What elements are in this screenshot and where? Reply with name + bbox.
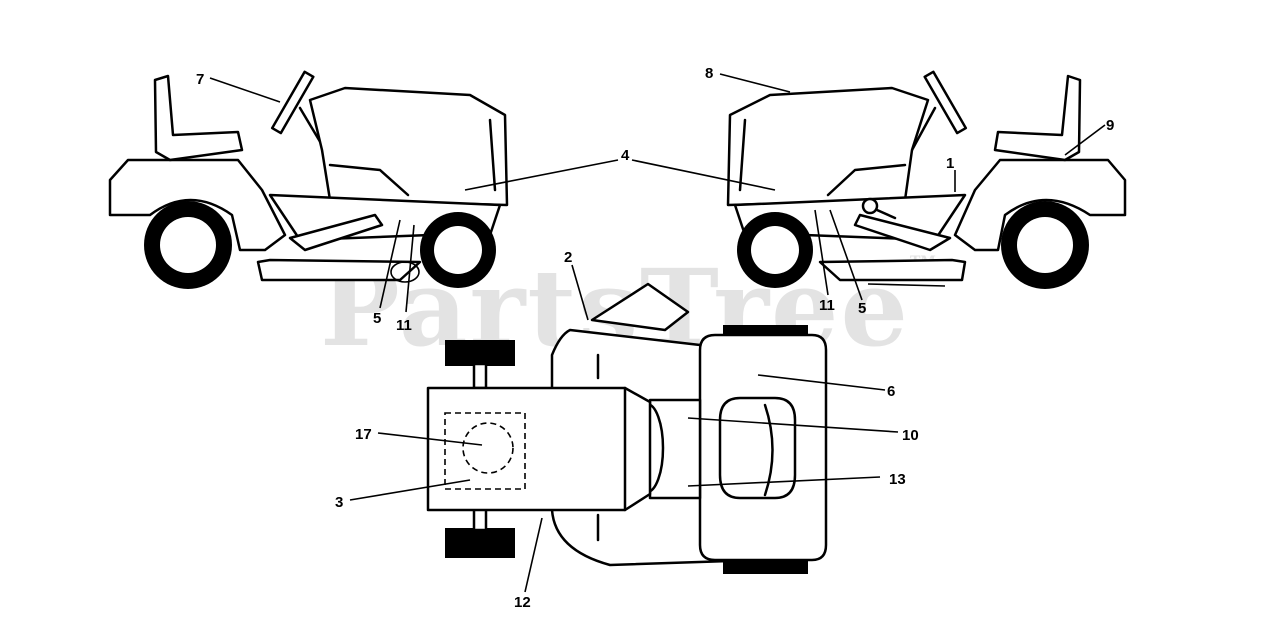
callout-4: 4	[621, 147, 630, 164]
callout-6: 6	[887, 383, 895, 400]
callout-11-left: 11	[396, 317, 412, 334]
tractor-top-view	[349, 264, 899, 593]
callout-2: 2	[564, 249, 572, 266]
callout-10: 10	[902, 427, 919, 444]
callout-5-right: 5	[858, 300, 866, 317]
callout-13: 13	[889, 471, 906, 488]
callout-1: 1	[946, 155, 954, 172]
callout-3: 3	[335, 494, 343, 511]
callout-12: 12	[514, 594, 531, 611]
callout-17: 17	[355, 426, 372, 443]
tractor-right-side-view	[631, 70, 1127, 301]
tractor-left-side-view	[108, 70, 619, 313]
callout-9: 9	[1106, 117, 1114, 134]
callout-8: 8	[705, 65, 713, 82]
callout-labels: 7 8 9 4 1 5 11 11 5 2 6 10 13 17 3 12	[196, 65, 1114, 611]
callout-11-right: 11	[819, 297, 835, 314]
callout-7: 7	[196, 71, 204, 88]
callout-5-left: 5	[373, 310, 381, 327]
